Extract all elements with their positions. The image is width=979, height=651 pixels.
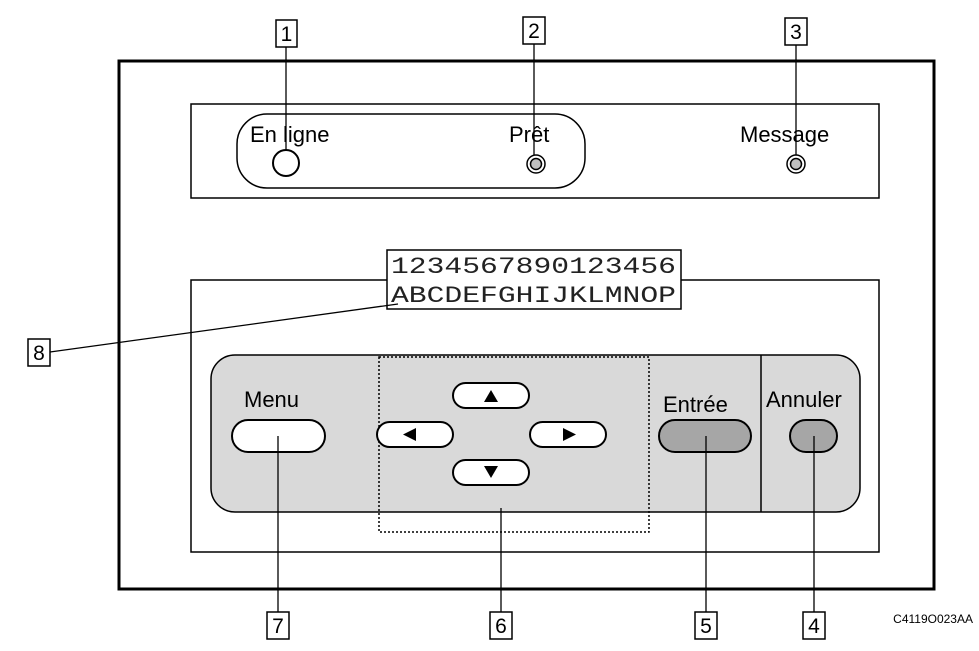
arrow-keys-group bbox=[378, 356, 650, 533]
callout-8: 8 bbox=[27, 338, 51, 367]
lcd-line-1: 1234567890123456 bbox=[391, 254, 676, 280]
svg-text:4: 4 bbox=[808, 615, 820, 638]
message-led-icon bbox=[786, 154, 806, 174]
callout-5: 5 bbox=[694, 611, 718, 640]
left-arrow-button[interactable] bbox=[376, 421, 454, 448]
lcd-display bbox=[386, 249, 682, 310]
down-arrow-button[interactable] bbox=[452, 459, 530, 486]
indicator-strip bbox=[190, 103, 880, 199]
svg-text:3: 3 bbox=[790, 21, 802, 44]
menu-label: Menu bbox=[244, 387, 299, 412]
up-arrow-icon bbox=[484, 390, 498, 402]
down-arrow-icon bbox=[484, 466, 498, 478]
online-ready-group bbox=[236, 113, 586, 189]
ready-label: Prêt bbox=[509, 122, 549, 147]
ready-led-icon bbox=[526, 154, 546, 174]
callout-3: 3 bbox=[784, 17, 808, 46]
svg-text:2: 2 bbox=[528, 20, 540, 43]
svg-text:1: 1 bbox=[281, 23, 293, 46]
callout-2: 2 bbox=[522, 16, 546, 45]
svg-text:6: 6 bbox=[495, 615, 507, 638]
cancel-label: Annuler bbox=[766, 387, 842, 412]
message-label: Message bbox=[740, 122, 829, 147]
callout-leaders bbox=[49, 44, 815, 612]
callout-6: 6 bbox=[489, 611, 513, 640]
callout-7: 7 bbox=[266, 611, 290, 640]
callout-1: 1 bbox=[275, 19, 298, 48]
svg-text:8: 8 bbox=[33, 342, 45, 365]
callout-4: 4 bbox=[802, 611, 826, 640]
left-arrow-icon bbox=[403, 428, 416, 441]
online-indicator-button[interactable] bbox=[272, 149, 300, 177]
enter-button[interactable] bbox=[658, 419, 752, 453]
right-arrow-icon bbox=[563, 428, 576, 441]
right-arrow-button[interactable] bbox=[529, 421, 607, 448]
svg-text:7: 7 bbox=[272, 615, 284, 638]
enter-label: Entrée bbox=[663, 392, 728, 417]
online-label: En ligne bbox=[250, 122, 330, 147]
figure-reference: C4119O023AA bbox=[893, 612, 973, 626]
lcd-line-2: ABCDEFGHIJKLMNOP bbox=[391, 283, 676, 309]
svg-text:5: 5 bbox=[700, 615, 712, 638]
panel-frame bbox=[117, 59, 936, 591]
up-arrow-button[interactable] bbox=[452, 382, 530, 409]
